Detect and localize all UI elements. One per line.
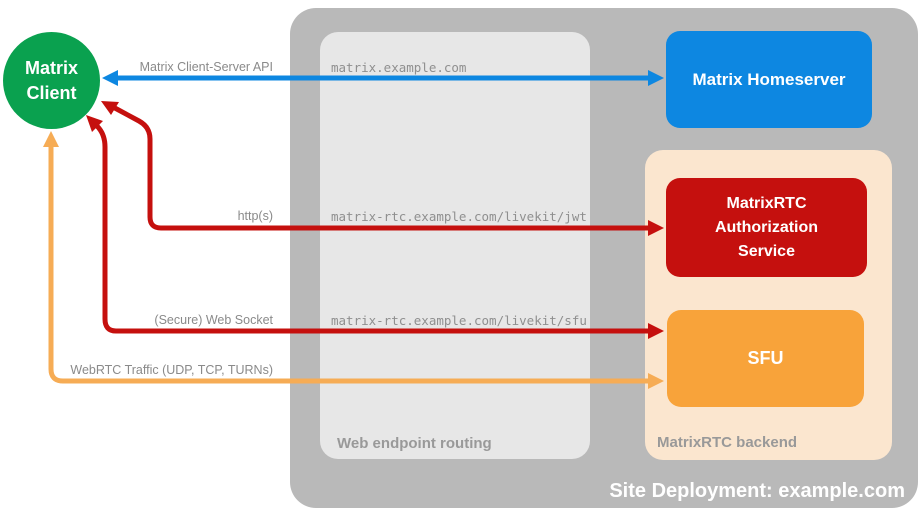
matrix-homeserver-label: Matrix Homeserver: [692, 69, 846, 89]
arrowhead-up-icon: [43, 131, 59, 147]
secure-web-socket-label: (Secure) Web Socket: [154, 313, 273, 327]
matrixrtc-backend-label: MatrixRTC backend: [657, 434, 798, 451]
matrixrtc-auth-service-label: MatrixRTC Authorization Service: [714, 194, 819, 260]
client-server-api-label: Matrix Client-Server API: [139, 60, 273, 74]
arrowhead-left-icon: [101, 101, 119, 115]
arrowhead-left-icon: [102, 70, 118, 86]
site-deployment-label: Site Deployment: example.com: [609, 480, 905, 502]
endpoint-matrix-example-com: matrix.example.com: [331, 60, 467, 75]
matrix-client-node: Matrix Client: [3, 32, 100, 129]
https-label: http(s): [237, 209, 273, 223]
matrixrtc-auth-service-node: MatrixRTC Authorization Service: [666, 178, 867, 277]
web-endpoint-routing-container: [320, 32, 590, 459]
matrix-homeserver-node: Matrix Homeserver: [666, 31, 872, 128]
matrix-client-label: Matrix Client: [24, 58, 78, 103]
sfu-node: SFU: [667, 310, 864, 407]
endpoint-livekit-sfu: matrix-rtc.example.com/livekit/sfu: [331, 313, 587, 328]
webrtc-traffic-label: WebRTC Traffic (UDP, TCP, TURNs): [70, 363, 273, 377]
web-endpoint-routing-label: Web endpoint routing: [337, 435, 492, 452]
sfu-label: SFU: [747, 348, 784, 368]
arrowhead-left-icon: [86, 115, 103, 132]
endpoint-livekit-jwt: matrix-rtc.example.com/livekit/jwt: [331, 209, 587, 224]
